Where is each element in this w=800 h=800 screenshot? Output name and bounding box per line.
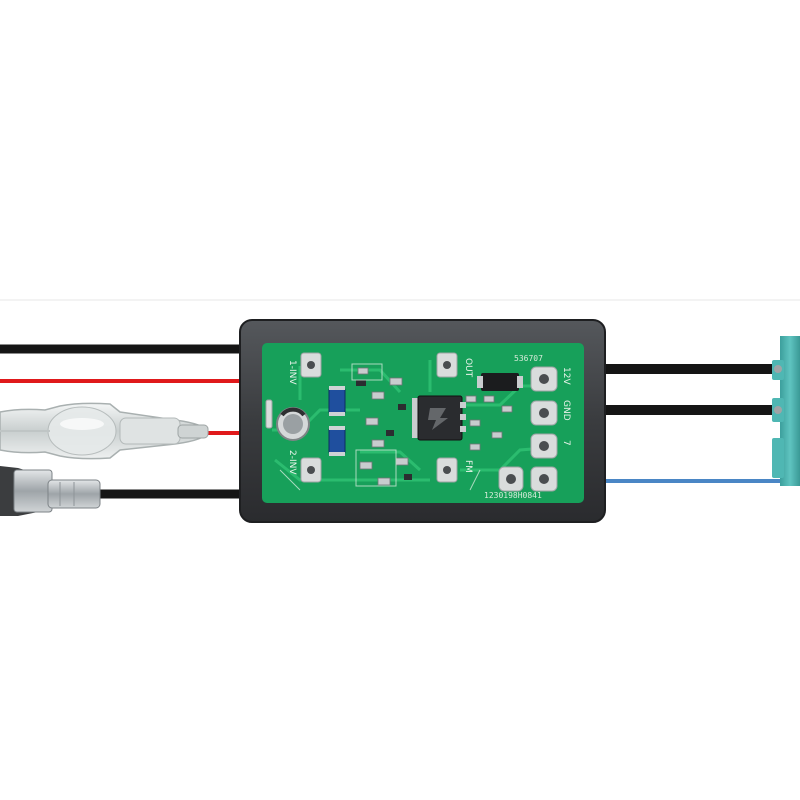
inline-fuse-icon [0, 402, 209, 460]
ic-chip-icon [412, 395, 466, 441]
fakra-connector-icon [772, 336, 800, 486]
pcb-label-in1: 1-INV [287, 360, 297, 385]
din-plug-icon [0, 466, 101, 516]
pcb-label-pin7: 7 [561, 440, 571, 446]
pcb-label-out: OUT [463, 358, 473, 378]
pcb-label-gnd: GND [561, 400, 571, 421]
pcb-serial-number: 1230198H0841 [484, 491, 542, 500]
right-wires [600, 364, 800, 483]
pcb-label-fm: FM [463, 460, 473, 473]
pcb-label-in2: 2-INV [287, 450, 297, 475]
pcb-label-12v: 12V [561, 367, 571, 385]
pcb-part-number: 536707 [514, 354, 543, 363]
capacitor-icon [276, 407, 310, 441]
pcb-board: 1-INV 2-INV OUT FM 12V GND 7 536707 1230… [262, 343, 584, 503]
